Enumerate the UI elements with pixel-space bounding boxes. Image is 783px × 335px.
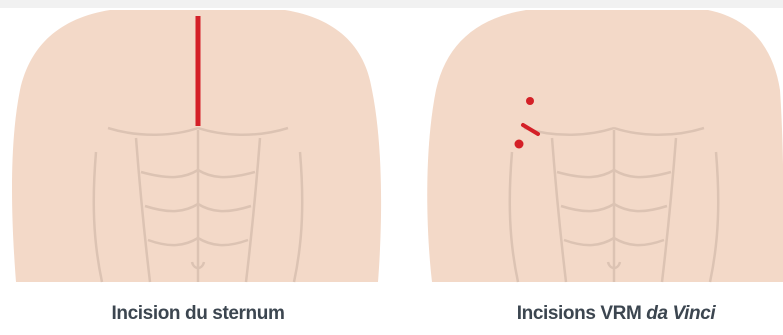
caption-davinci-italic: da Vinci: [646, 303, 715, 324]
torso-davinci-illustration: [418, 0, 783, 290]
torso-sternum-illustration: [0, 0, 390, 290]
port-incision-3: [515, 140, 524, 149]
torso-sternum-svg: [0, 0, 390, 290]
torso-davinci-svg: [418, 0, 783, 290]
caption-davinci: Incisions VRM da Vinci: [466, 303, 766, 325]
port-incision-1: [526, 97, 534, 105]
caption-sternum: Incision du sternum: [48, 303, 348, 325]
caption-davinci-prefix: Incisions VRM: [517, 303, 647, 324]
